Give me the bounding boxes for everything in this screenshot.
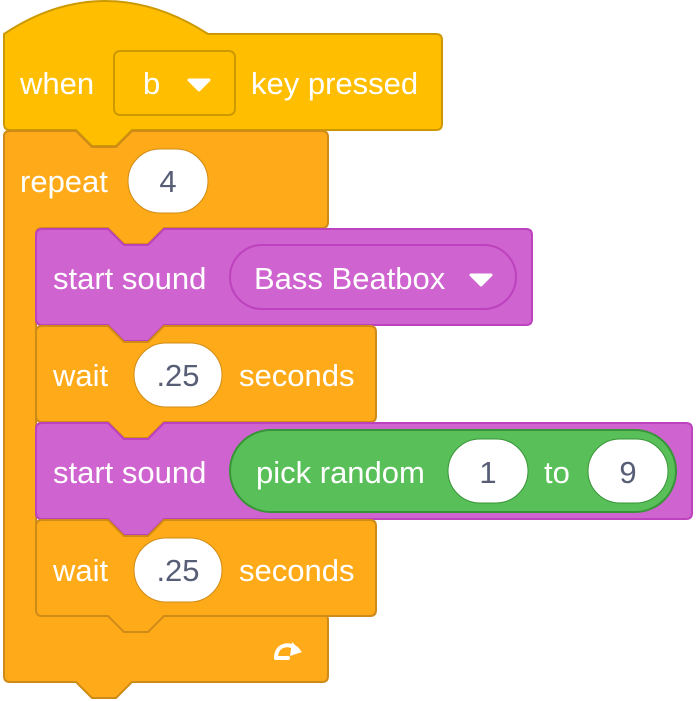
dropdown-arrow-icon: [469, 273, 493, 287]
repeat-count-input[interactable]: [127, 148, 209, 214]
random-to-value[interactable]: 9: [619, 455, 637, 490]
key-pressed-label: key pressed: [251, 66, 419, 101]
start-sound-label-1: start sound: [53, 261, 207, 296]
sound-menu[interactable]: [229, 244, 517, 310]
when-label: when: [20, 66, 95, 101]
repeat-label: repeat: [20, 164, 108, 199]
wait-value-1[interactable]: .25: [156, 358, 200, 393]
seconds-label-2: seconds: [239, 553, 355, 588]
pick-random-label: pick random: [256, 455, 425, 490]
dropdown-arrow-icon: [187, 78, 211, 92]
key-value[interactable]: b: [143, 66, 161, 101]
start-sound-label-2: start sound: [53, 455, 207, 490]
random-from-input[interactable]: [447, 438, 529, 504]
key-dropdown[interactable]: [113, 50, 236, 116]
wait-label-2: wait: [53, 553, 109, 588]
wait-label-1: wait: [53, 358, 109, 393]
wait-input-2[interactable]: [133, 537, 223, 603]
seconds-label-1: seconds: [239, 358, 355, 393]
sound-menu-value[interactable]: Bass Beatbox: [254, 261, 446, 296]
loop-arrow-icon: [274, 642, 302, 660]
wait-input-1[interactable]: [133, 342, 223, 408]
repeat-count-value[interactable]: 4: [159, 164, 177, 199]
to-label: to: [544, 455, 570, 490]
wait-value-2[interactable]: .25: [156, 553, 200, 588]
random-to-input[interactable]: [587, 438, 669, 504]
random-from-value[interactable]: 1: [479, 455, 497, 490]
